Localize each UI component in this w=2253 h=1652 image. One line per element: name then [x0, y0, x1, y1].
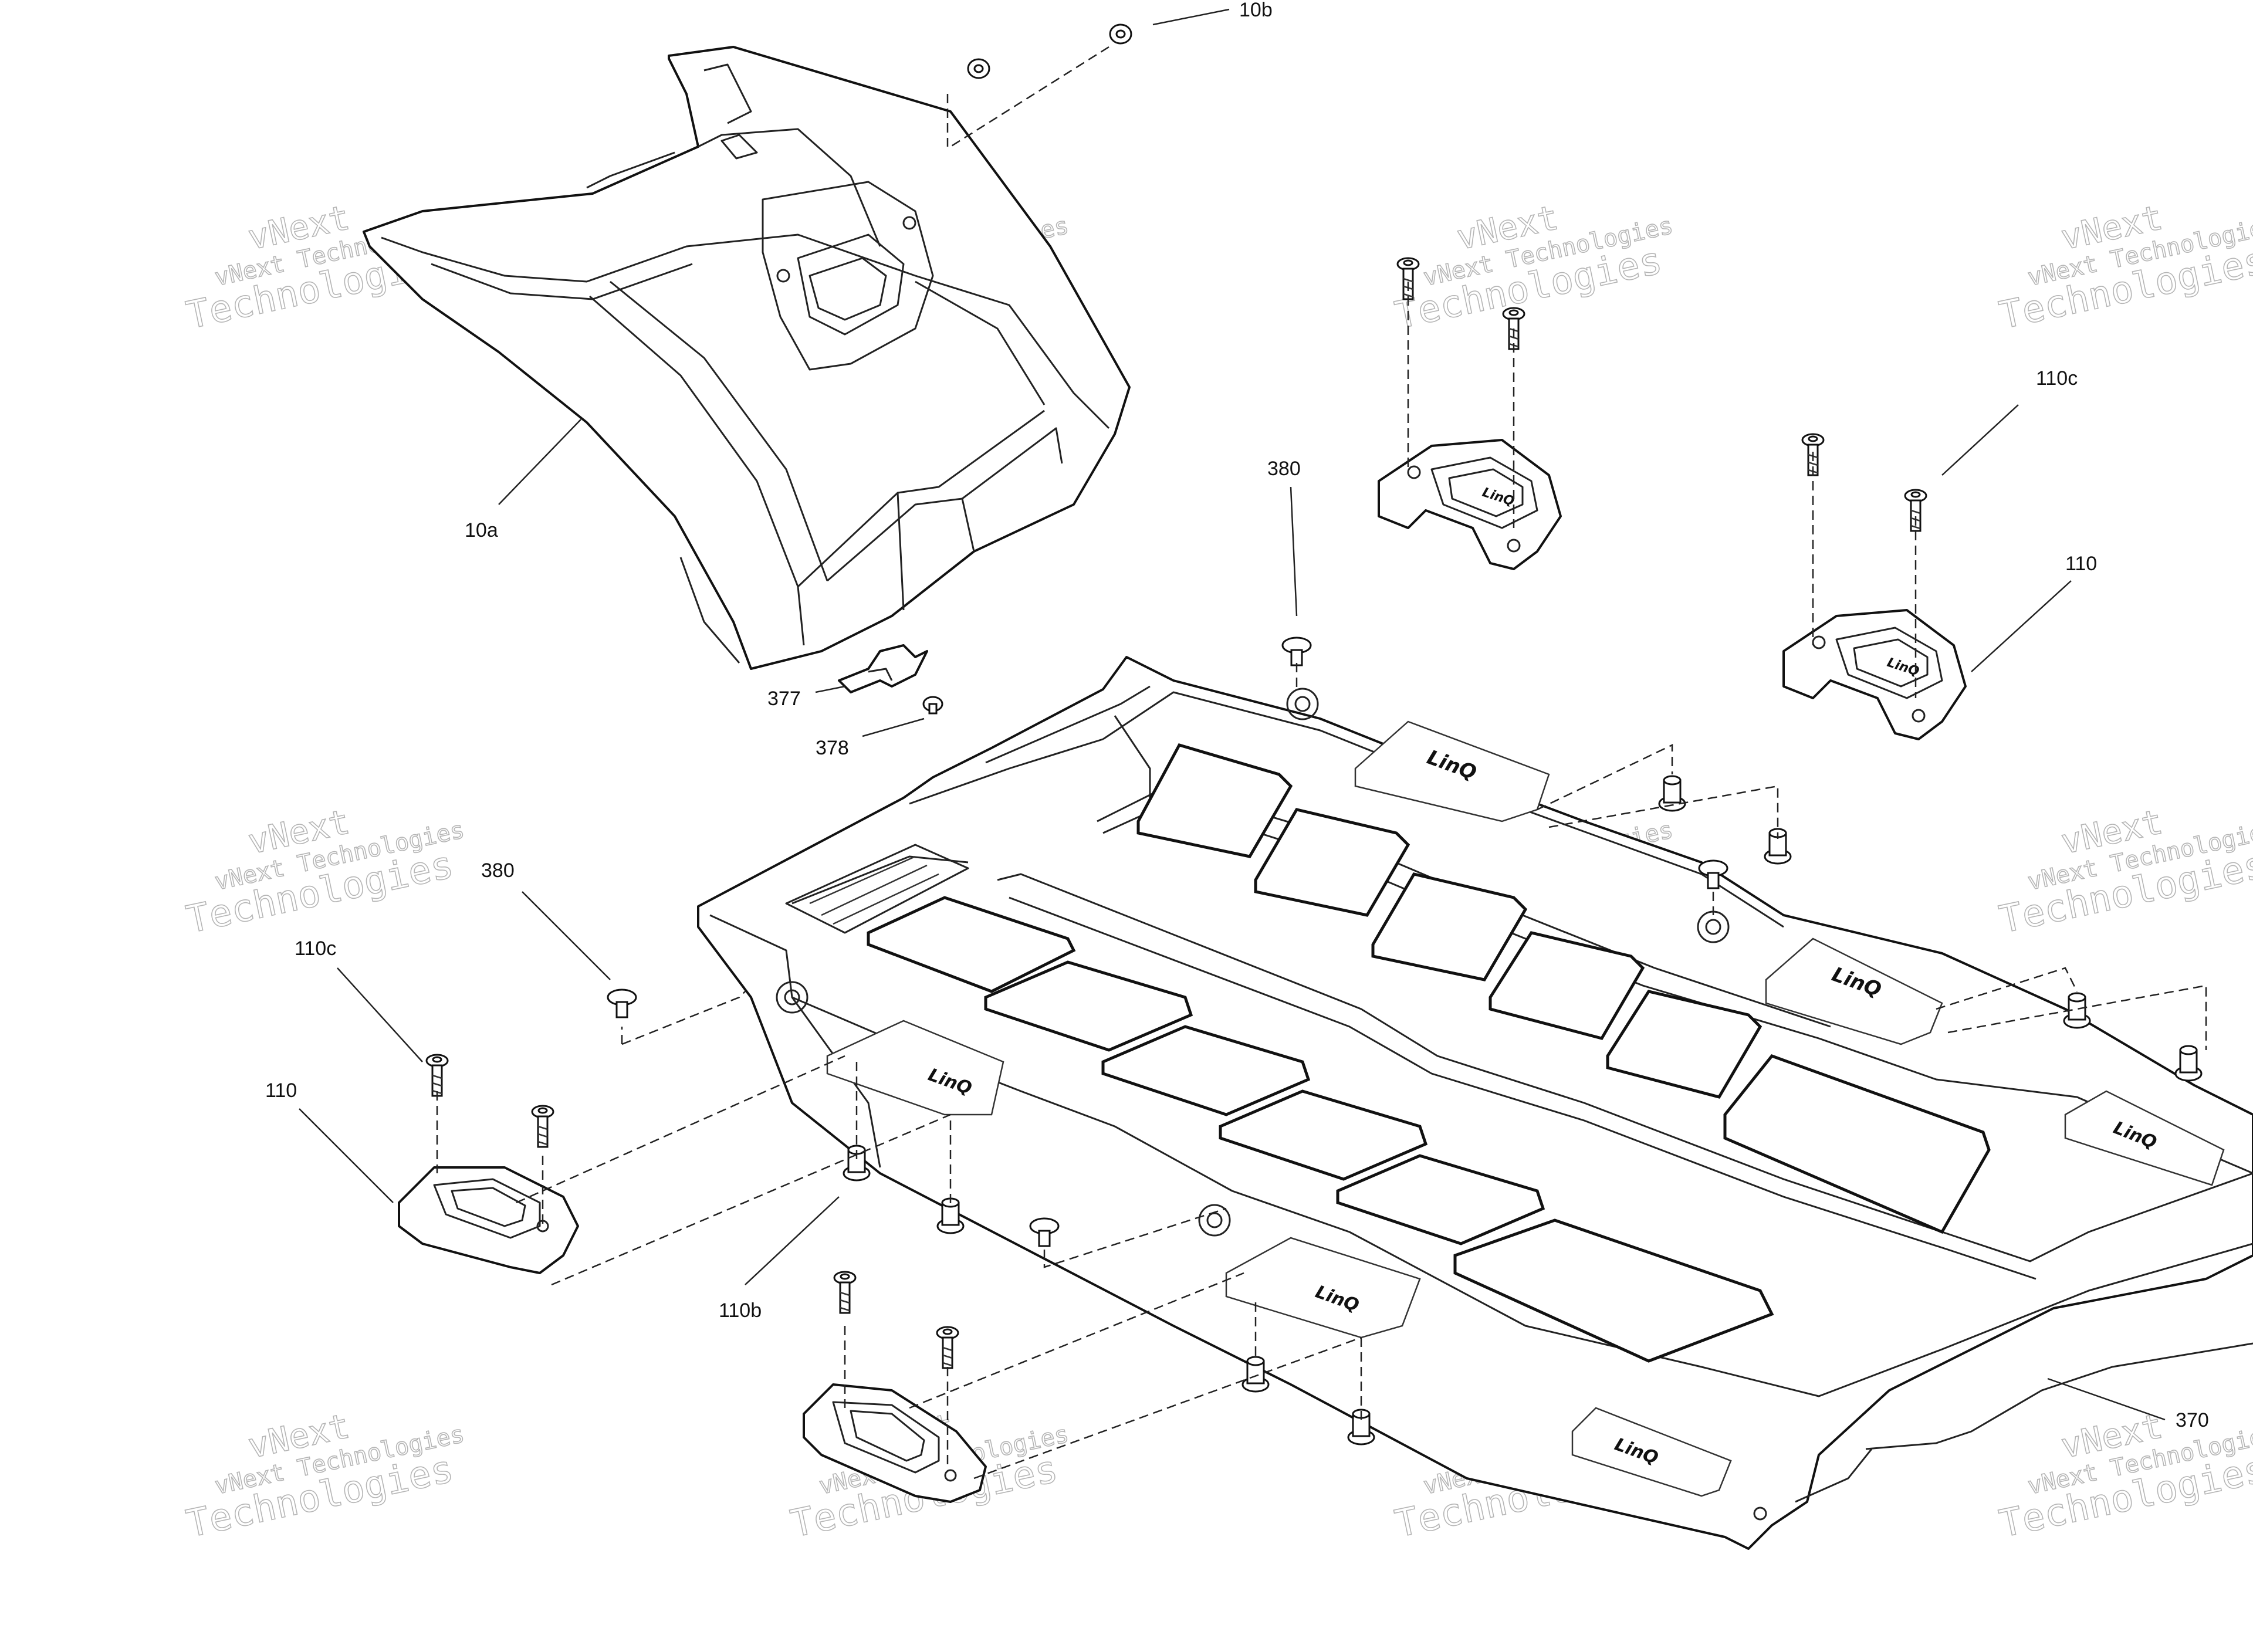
callout-380-left-label: 380	[481, 859, 515, 882]
callout-110c-right-label: 110c	[2036, 367, 2078, 390]
nut-110b-side-2	[2174, 1045, 2203, 1082]
nut-110b-front-2	[936, 1197, 965, 1234]
bolt-110c-right-2	[1904, 489, 1927, 532]
linq-plate-front-left: LinQ	[826, 1020, 1004, 1116]
callout-110b: 110b	[719, 1196, 840, 1322]
hardware-bolts-nuts	[425, 257, 2203, 1446]
linq-plate-bottom: LinQ	[1571, 1407, 1732, 1497]
callout-378-label: 378	[816, 737, 849, 759]
bolt-110c-left-2	[531, 1105, 554, 1148]
callout-10a: 10a	[465, 419, 581, 541]
pushnut-380-front	[1029, 1217, 1060, 1247]
nut-110b-side-1	[2063, 992, 2091, 1029]
skid-windows-row-a	[867, 896, 1774, 1363]
part-370-skid-plate: LinQ LinQ LinQ LinQ LinQ LinQ	[697, 656, 2253, 1550]
callout-380-left: 380	[481, 859, 611, 980]
callout-110c-left: 110c	[295, 937, 423, 1062]
part-10a-front-cover	[363, 46, 1131, 670]
part-110-linq-mount-top: LinQ	[1378, 439, 1562, 570]
callout-10b: 10b	[1152, 0, 1273, 26]
nut-110b-front-1	[843, 1145, 871, 1182]
bolt-110c-bottom-1	[833, 1271, 857, 1314]
callout-110-left-label: 110	[265, 1079, 297, 1102]
callout-370-label: 370	[2176, 1409, 2209, 1431]
nut-110b-rear-1	[1658, 775, 1686, 812]
part-110-linq-mount-bottom	[803, 1383, 987, 1503]
callout-110-left: 110	[265, 1079, 394, 1203]
part-110-linq-mount-right: LinQ	[1782, 609, 1967, 740]
pushnut-380-right	[1698, 859, 1728, 889]
part-10b-bolt-right	[967, 23, 1132, 79]
callout-378: 378	[816, 717, 925, 759]
callout-110c-right: 110c	[1941, 367, 2078, 476]
bolt-110c-left-1	[425, 1054, 449, 1097]
callout-10b-label: 10b	[1239, 0, 1273, 21]
callout-380-top: 380	[1267, 458, 1301, 617]
callout-370: 370	[2047, 1377, 2209, 1431]
callout-10a-label: 10a	[465, 519, 498, 541]
bolt-110c-top-2	[1502, 307, 1525, 350]
bolt-110c-right-1	[1801, 433, 1825, 476]
part-378-screw	[922, 696, 943, 715]
linq-plate-rear-left: LinQ	[1354, 720, 1550, 822]
nut-110b-bottom-1	[1241, 1356, 1270, 1393]
callout-110b-label: 110b	[719, 1299, 762, 1322]
callout-377: 377	[767, 685, 845, 710]
skid-windows-row-b	[1136, 743, 1991, 1234]
pushnut-380-top	[1281, 637, 1312, 666]
linq-plate-front-right: LinQ	[1225, 1237, 1421, 1339]
callout-377-label: 377	[767, 688, 801, 710]
linq-plate-side-right: LinQ	[2064, 1090, 2225, 1186]
callout-110c-left-label: 110c	[295, 937, 336, 960]
linq-plate-rear-right: LinQ	[1765, 937, 1943, 1045]
callout-380-top-label: 380	[1267, 458, 1301, 480]
part-377-clip	[838, 644, 928, 693]
bolt-110c-bottom-2	[936, 1326, 959, 1369]
dash-10b	[946, 46, 1109, 148]
skid-mount-holes	[776, 688, 1767, 1521]
assembly-dash-lines	[436, 282, 2207, 1480]
pushnut-380-left	[607, 989, 637, 1018]
callout-110-right: 110	[1971, 553, 2097, 672]
callout-110-right-label: 110	[2065, 553, 2097, 575]
part-110-linq-mount-left	[398, 1166, 579, 1274]
